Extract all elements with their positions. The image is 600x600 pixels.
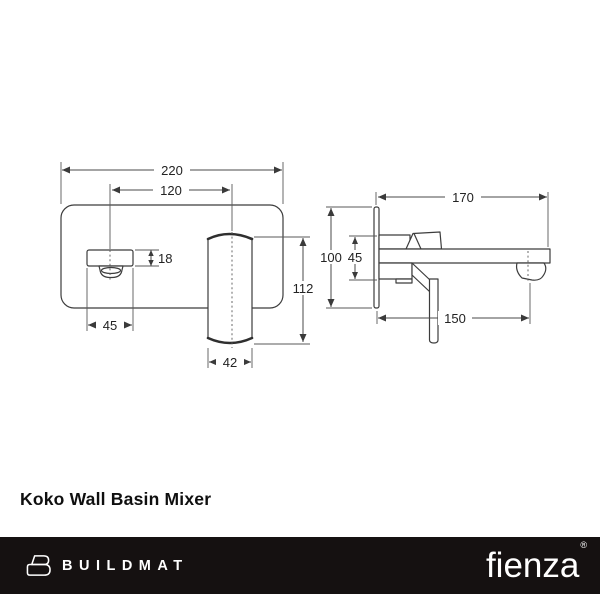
handle-front: [207, 233, 253, 344]
dim-handle-width: 42: [223, 355, 237, 370]
front-view-fixture: [60, 204, 284, 345]
side-view-dimensions: 170 100 45 150: [314, 190, 549, 326]
handle-top-edge: [206, 232, 254, 241]
buildmat-wordmark: BUILDMAT: [62, 557, 189, 574]
lever-wedge: [411, 262, 431, 293]
handle-top-side: [405, 231, 443, 250]
spout-outlet-side: [515, 262, 547, 281]
fienza-wordmark: fienza: [485, 546, 580, 585]
buildmat-logo: BUILDMAT: [24, 553, 189, 578]
dim-handle-height: 112: [293, 281, 314, 296]
handle-lever-side: [428, 278, 439, 344]
spout-side: [378, 248, 551, 264]
buildmat-b-icon: [26, 555, 51, 576]
dim-plate-width: 220: [161, 163, 183, 178]
fienza-logo: fienza®: [485, 541, 587, 585]
mixer-body-lower: [378, 262, 413, 280]
front-view-dimensions: 220 120 18 45 112: [60, 162, 320, 370]
handle-top-detail: [413, 233, 422, 250]
dim-total-projection: 170: [452, 190, 474, 205]
aerator-rim: [100, 266, 122, 275]
dim-centres: 120: [160, 183, 182, 198]
side-view-fixture: [373, 206, 551, 344]
technical-drawing: 220 120 18 45 112: [60, 162, 551, 370]
spout-front: [86, 249, 134, 267]
dim-body-height: 45: [348, 250, 362, 265]
dim-plate-height: 100: [320, 250, 342, 265]
registered-trademark-icon: ®: [580, 540, 587, 551]
product-title: Koko Wall Basin Mixer: [20, 489, 212, 509]
wall-plate-side: [373, 206, 380, 309]
dim-spout-height: 18: [158, 251, 172, 266]
handle-bottom-edge: [206, 336, 254, 345]
dim-spout-width: 45: [103, 318, 117, 333]
footer-bar: BUILDMAT fienza®: [0, 537, 600, 594]
body-underside-detail: [395, 278, 413, 284]
dim-spout-projection: 150: [444, 311, 466, 326]
mixer-body-upper: [378, 234, 411, 250]
